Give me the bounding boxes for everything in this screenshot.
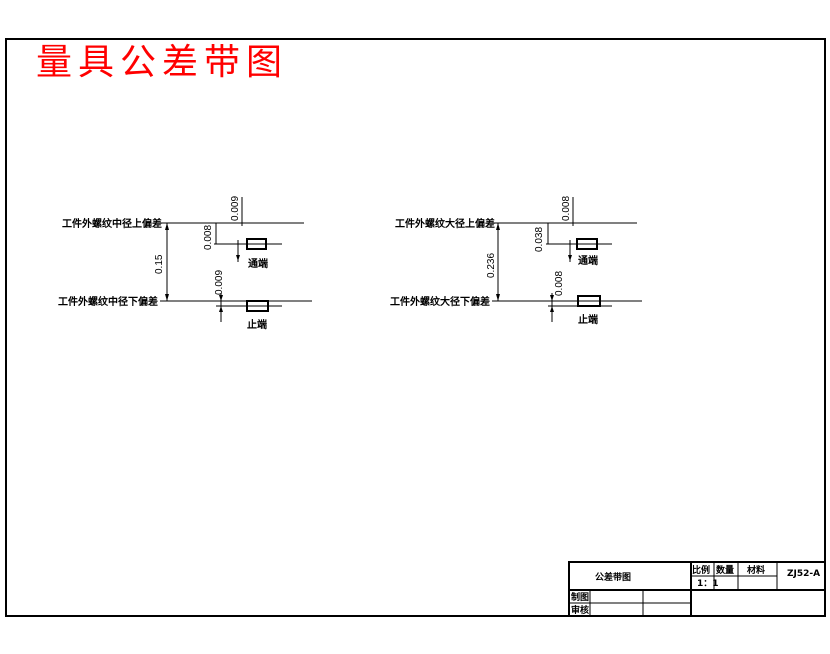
left-total-dim-text: 0.15: [154, 254, 165, 274]
title-block: [568, 561, 826, 617]
right-go-mid-dim-text: 0.038: [534, 227, 545, 252]
left-nogo-label: 止端: [247, 318, 267, 331]
left-nogo-dim-text: 0.009: [214, 270, 225, 295]
right-nogo-label: 止端: [578, 313, 598, 326]
right-nogo-dim-text: 0.008: [554, 271, 565, 296]
right-go-label: 通端: [578, 254, 598, 267]
tb-material-header: 材料: [746, 564, 765, 576]
tb-scale-header: 比例: [692, 564, 710, 576]
left-nogo-arrow-bottom: [219, 306, 223, 312]
right-lower-label: 工件外螺纹大径下偏差: [390, 295, 490, 308]
left-go-label: 通端: [248, 257, 268, 270]
left-lower-label: 工件外螺纹中径下偏差: [58, 295, 158, 308]
left-total-arrow-top: [165, 223, 169, 230]
right-total-arrow-bottom: [496, 294, 500, 301]
left-go-top-dim-text: 0.009: [230, 196, 241, 221]
tb-approved-label: 审核: [571, 604, 589, 616]
drawing-frame: [5, 38, 826, 617]
right-nogo-gauge-zone: [577, 295, 601, 307]
left-total-arrow-bottom: [165, 294, 169, 301]
left-tolerance-diagram: [160, 197, 312, 322]
right-nogo-arrow-top: [550, 295, 554, 301]
right-upper-label: 工件外螺纹大径上偏差: [395, 217, 495, 230]
right-tolerance-diagram: [492, 197, 642, 322]
right-nogo-arrow-bottom: [550, 306, 554, 312]
left-go-arrow: [236, 255, 240, 261]
tb-drawn-by-label: 制图: [571, 591, 589, 603]
left-go-mid-dim-text: 0.008: [203, 225, 214, 250]
drawing-title: 量具公差带图: [36, 42, 288, 83]
tb-drawing-no: ZJ52-A: [787, 569, 820, 579]
right-go-top-dim-text: 0.008: [561, 196, 572, 221]
right-go-gauge-zone: [576, 238, 598, 250]
left-nogo-gauge-zone: [246, 300, 269, 312]
tb-qty-header: 数量: [716, 564, 734, 576]
left-upper-label: 工件外螺纹中径上偏差: [62, 217, 162, 230]
left-go-gauge-zone: [246, 238, 267, 250]
tb-drawing-name: 公差带图: [595, 571, 631, 583]
right-total-dim-text: 0.236: [486, 253, 497, 278]
left-nogo-arrow-top: [219, 295, 223, 301]
right-total-arrow-top: [496, 223, 500, 230]
tb-scale-value: 1：1: [697, 579, 719, 589]
right-go-arrow: [568, 255, 572, 261]
